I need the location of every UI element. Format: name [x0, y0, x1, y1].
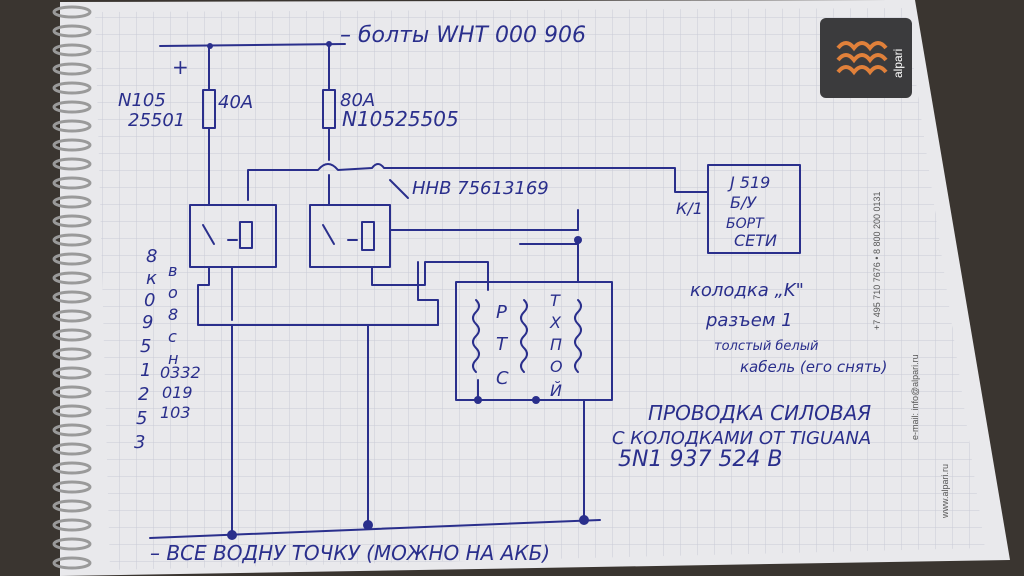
- kabel-label: кабель (его снять): [740, 358, 887, 376]
- bolts-label: – болты WHT 000 906: [340, 23, 586, 48]
- j519-line4: СЕТИ: [734, 231, 777, 250]
- fuse-80a: [322, 89, 336, 129]
- spiral-coil: [52, 480, 92, 494]
- spiral-coil: [52, 81, 92, 95]
- spiral-coil: [52, 385, 92, 399]
- tpoy-letter-1: Т: [550, 291, 561, 310]
- spiral-coil: [52, 518, 92, 532]
- tpoy-letter-2: Х: [549, 313, 562, 332]
- spiral-coil: [52, 138, 92, 152]
- num-2: 019: [162, 383, 193, 402]
- spiral-coil: [52, 62, 92, 76]
- spiral-coil: [52, 176, 92, 190]
- side-right-2: о: [168, 283, 178, 302]
- tolsty-label: толстый белый: [714, 339, 818, 354]
- side-left-1: 8: [146, 246, 157, 267]
- relay-2: [309, 204, 391, 268]
- spiral-coil: [52, 252, 92, 266]
- alpari-logo: alpari: [820, 18, 912, 98]
- side-left-7: 2: [138, 384, 149, 405]
- side-right-1: в: [168, 261, 177, 280]
- kolodka-label: колодка „K": [690, 280, 804, 301]
- spiral-coil: [52, 328, 92, 342]
- ground-label: – ВСЕ ВОДНУ ТОЧКУ (МОЖНО НА АКБ): [150, 541, 550, 565]
- side-left-3: 0: [144, 290, 155, 311]
- kl-label: К/1: [676, 199, 703, 218]
- spiral-coil: [52, 290, 92, 304]
- spiral-coil: [52, 499, 92, 513]
- spiral-coil: [52, 157, 92, 171]
- spiral-coil: [52, 100, 92, 114]
- spiral-coil: [52, 366, 92, 380]
- logo-brand: alpari: [891, 49, 905, 78]
- razem-label: разъем 1: [705, 310, 793, 331]
- spiral-binding: [52, 5, 92, 570]
- j519-line1: J 519: [727, 173, 770, 192]
- side-left-5: 5: [140, 336, 151, 357]
- s-kolodkami-label: С КОЛОДКАМИ ОТ TIGUANA: [612, 428, 871, 449]
- spiral-coil: [52, 461, 92, 475]
- fuse-40a-label: 40A: [218, 92, 253, 113]
- fuse-40a: [202, 89, 216, 129]
- rts-letter-1: Р: [496, 302, 507, 323]
- j519-line2: Б/У: [730, 193, 757, 212]
- spiral-coil: [52, 537, 92, 551]
- side-left-8: 5: [136, 408, 147, 429]
- spiral-coil: [52, 195, 92, 209]
- part-number: 5N1 937 524 B: [618, 447, 783, 472]
- notebook-page: [60, 0, 1010, 576]
- tpoy-letter-3: П: [550, 335, 562, 354]
- spiral-coil: [52, 5, 92, 19]
- n105-label: N105: [118, 90, 166, 111]
- spiral-coil: [52, 43, 92, 57]
- spiral-coil: [52, 442, 92, 456]
- j519-line3: БОРТ: [726, 216, 765, 232]
- num-1: 0332: [160, 363, 201, 382]
- side-left-4: 9: [142, 312, 153, 333]
- spiral-coil: [52, 119, 92, 133]
- logo-phone: +7 495 710 7676 • 8 800 200 0131: [872, 191, 882, 330]
- logo-site: www.alpari.ru: [940, 464, 950, 519]
- fuse-80a-number: N10525505: [342, 107, 459, 131]
- spiral-coil: [52, 214, 92, 228]
- j519-box: [707, 164, 801, 254]
- side-right-4: с: [168, 327, 177, 346]
- side-left-2: к: [146, 268, 157, 289]
- num-3: 103: [160, 403, 191, 422]
- spiral-coil: [52, 404, 92, 418]
- spiral-coil: [52, 233, 92, 247]
- wiring: [149, 41, 801, 540]
- spiral-coil: [52, 423, 92, 437]
- side-left-9: 3: [134, 432, 145, 453]
- tpoy-letter-5: Й: [550, 381, 562, 400]
- side-right-3: 8: [168, 305, 178, 324]
- tpoy-letter-4: О: [550, 357, 563, 376]
- side-left-6: 1: [140, 360, 151, 381]
- plus-label: +: [172, 55, 189, 79]
- spiral-coil: [52, 347, 92, 361]
- heater-block: [455, 281, 613, 401]
- logo-email: e-mail: info@alpari.ru: [910, 354, 920, 440]
- fuse-80a-label: 80A: [340, 90, 375, 111]
- rts-letter-3: С: [496, 368, 509, 389]
- rts-letter-2: Т: [496, 334, 509, 355]
- side-right-5: н: [168, 349, 178, 368]
- spiral-coil: [52, 309, 92, 323]
- spiral-coil: [52, 24, 92, 38]
- provodka-label: ПРОВОДКА СИЛОВАЯ: [648, 401, 871, 425]
- spiral-coil: [52, 556, 92, 570]
- spiral-coil: [52, 271, 92, 285]
- relay-label: HHB 75613169: [412, 178, 549, 199]
- n105-number: 25501: [128, 110, 185, 131]
